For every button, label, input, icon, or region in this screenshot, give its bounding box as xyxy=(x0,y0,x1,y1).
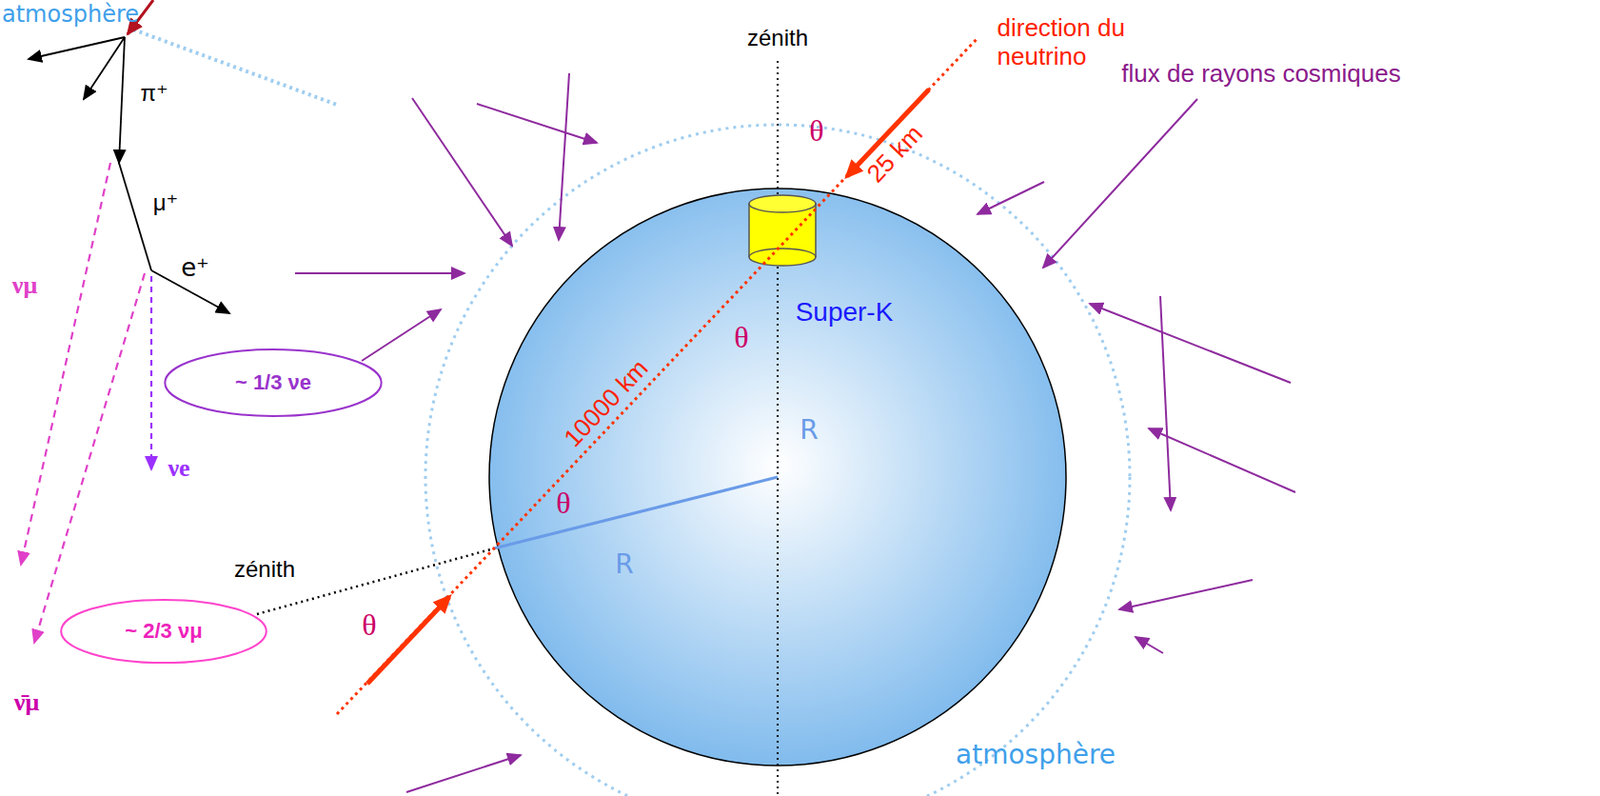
particle-label: π⁺ xyxy=(139,79,168,107)
region-label: atmosphère xyxy=(955,739,1116,771)
neutrino-track xyxy=(150,276,153,470)
axis-label: zénith xyxy=(234,555,296,583)
region-label: atmosphère xyxy=(1,1,139,29)
particle-label: μ⁺ xyxy=(153,189,179,217)
flux-label: flux de rayons cosmiques xyxy=(1121,59,1401,89)
radius-label: R xyxy=(799,414,818,446)
fraction-text: ~ 2/3 νμ xyxy=(124,618,202,644)
cosmic-ray-arrows xyxy=(295,73,1296,792)
neutrino-label: νμ xyxy=(12,271,38,300)
angle-label: θ xyxy=(733,319,749,356)
radius-label: R xyxy=(614,549,633,580)
angle-label: θ xyxy=(555,485,571,521)
neutrino-fraction-ellipse: ~ 2/3 νμ xyxy=(59,596,269,666)
detector-label: Super-K xyxy=(795,296,894,328)
zenith-line xyxy=(776,60,779,796)
particle-label: e⁺ xyxy=(180,254,210,283)
axis-label: zénith xyxy=(747,24,809,52)
neutrino-track xyxy=(34,273,145,643)
neutrino-path xyxy=(336,37,979,714)
distance-label: 25 km xyxy=(861,119,929,189)
neutrino-arrow xyxy=(367,596,450,684)
angle-label: θ xyxy=(361,607,376,643)
fraction-text: ~ 1/3 νe xyxy=(235,370,312,396)
angle-label: θ xyxy=(809,113,824,149)
neutrino-label: ν̄μ xyxy=(14,688,40,717)
radius-line xyxy=(493,476,778,549)
super-k-detector xyxy=(749,195,816,266)
neutrino-fraction-ellipse: ~ 1/3 νe xyxy=(162,346,384,419)
neutrino-track xyxy=(20,162,111,565)
neutrino-label: νe xyxy=(167,454,190,483)
shower-particles xyxy=(28,37,230,314)
